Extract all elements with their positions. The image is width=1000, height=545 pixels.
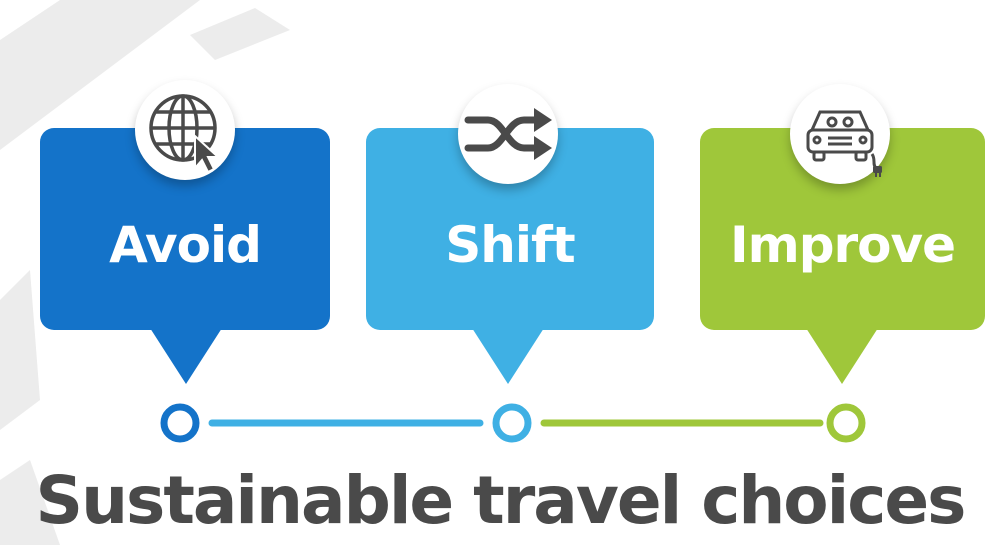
globe-cursor-icon — [135, 80, 235, 180]
step-label-improve: Improve — [729, 216, 956, 274]
electric-car-icon — [790, 84, 890, 184]
card-pointer — [472, 328, 544, 384]
shuffle-arrows-icon — [458, 84, 558, 184]
card-pointer — [150, 328, 222, 384]
diagram-title: Sustainable travel choices — [35, 462, 967, 539]
step-label-avoid: Avoid — [109, 216, 262, 274]
card-pointer — [806, 328, 878, 384]
step-label-shift: Shift — [445, 216, 575, 274]
